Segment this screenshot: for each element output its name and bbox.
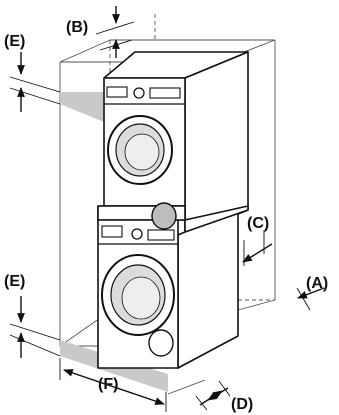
label-e-bottom: (E) [4, 273, 25, 290]
stack-side-face [177, 51, 249, 369]
dryer-control-panel [149, 87, 181, 99]
label-b: (B) [66, 19, 88, 36]
dimension-arrows [9, 6, 325, 412]
dim-f-arrow [63, 369, 165, 405]
dryer-door-inner [124, 133, 160, 171]
dryer-program-knob [133, 87, 145, 99]
label-d: (D) [231, 396, 253, 413]
label-a: (A) [306, 275, 328, 292]
dryer-details [104, 86, 185, 230]
washer-control-panel [147, 229, 175, 241]
dim-d-arrow-back [207, 387, 229, 401]
washer-program-knob [131, 228, 143, 240]
washer-details [98, 225, 178, 357]
washer-detergent-drawer [101, 225, 123, 238]
washer-door-inner [121, 276, 161, 320]
label-f: (F) [98, 376, 118, 393]
washer-filter-cover [148, 329, 174, 357]
label-c: (C) [247, 215, 269, 232]
label-e-top: (E) [4, 33, 25, 50]
dryer-condenser-flap [151, 202, 177, 230]
top-clearance-strip [60, 92, 104, 122]
dryer-display [106, 86, 128, 98]
dim-c-arrow [242, 243, 273, 263]
